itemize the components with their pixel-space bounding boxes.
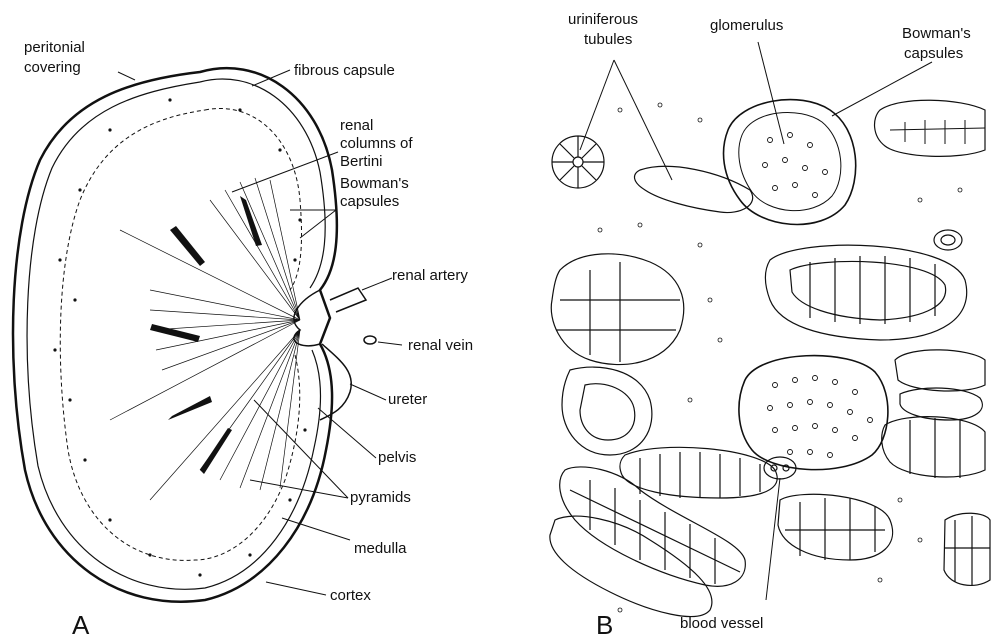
tubule-right-segmented — [890, 120, 985, 144]
label-renal-columns: renal columns of Bertini — [340, 117, 417, 170]
label-pyramids: pyramids — [350, 489, 411, 506]
panel-letter-b: B — [596, 610, 613, 640]
label-bowmans-capsules-b: Bowman's capsules — [902, 25, 975, 62]
renal-vein-vessel — [364, 336, 376, 344]
renal-artery-vessel — [330, 288, 366, 312]
label-cortex: cortex — [330, 587, 371, 604]
tubule-cross-section — [552, 136, 604, 188]
label-renal-artery: renal artery — [392, 267, 468, 284]
label-renal-vein: renal vein — [408, 337, 473, 354]
pyramids-striations — [110, 178, 300, 500]
label-glomerulus: glomerulus — [710, 17, 783, 34]
label-ureter: ureter — [388, 391, 427, 408]
label-uriniferous-tubules: uriniferous tubules — [568, 11, 642, 48]
label-bowmans-capsules-a: Bowman's capsules — [340, 175, 413, 210]
glomerulus-central — [739, 356, 888, 470]
tubules-right-side — [882, 350, 990, 586]
tubule-middle-right — [766, 245, 967, 340]
panel-letter-a: A — [72, 610, 90, 640]
small-vessel-upper — [934, 230, 962, 250]
label-peritonial-covering: peritonial covering — [24, 39, 89, 76]
panel-a-kidney-section: peritonial covering fibrous capsule rena… — [13, 39, 473, 640]
tubules-left-cluster — [551, 254, 683, 455]
glomerulus-upper — [724, 100, 856, 225]
panel-b-microscopic-view: uriniferous tubules glomerulus Bowman's … — [550, 11, 990, 640]
label-blood-vessel: blood vessel — [680, 615, 763, 632]
tubules-lower — [550, 447, 893, 616]
panel-b-leader-lines — [580, 42, 932, 600]
tubule-upper — [635, 166, 753, 212]
label-pelvis: pelvis — [378, 449, 416, 466]
label-medulla: medulla — [354, 540, 407, 557]
cortex-stipple — [53, 98, 306, 576]
label-fibrous-capsule: fibrous capsule — [294, 62, 395, 79]
